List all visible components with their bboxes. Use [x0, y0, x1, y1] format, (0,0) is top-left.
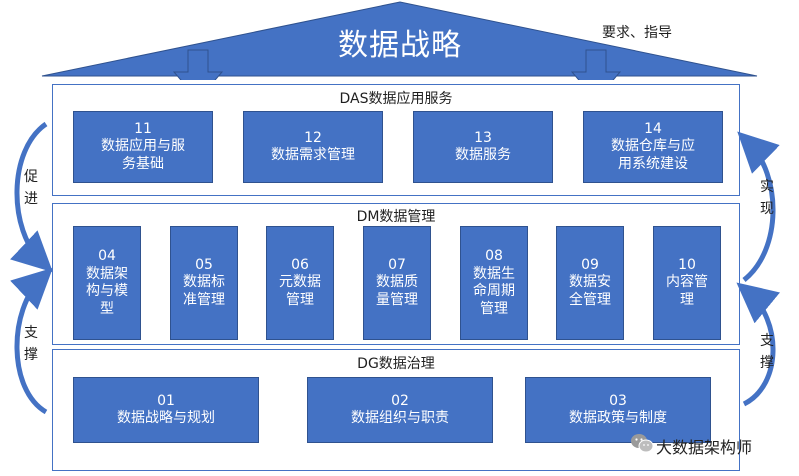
strategy-title: 数据战略 [338, 28, 462, 63]
box-number: 05 [195, 256, 213, 273]
box-number: 01 [157, 392, 175, 409]
box-number: 04 [98, 248, 116, 264]
box-number: 08 [485, 248, 503, 264]
dm-box-05: 05 数据标 准管理 [170, 226, 238, 340]
box-number: 14 [644, 120, 662, 137]
dg-box-01: 01 数据战略与规划 [73, 377, 259, 443]
box-number: 10 [678, 256, 696, 273]
box-label: 数据安 全管理 [569, 274, 611, 308]
das-panel: DAS数据应用服务 11 数据应用与服 务基础 12 数据需求管理 13 数据服… [52, 84, 740, 196]
box-number: 09 [581, 256, 599, 273]
realize-label: 实 现 [760, 179, 774, 217]
support-right-label: 支 撑 [760, 333, 774, 371]
down-arrow-right [570, 49, 622, 80]
dm-box-10: 10 内容管 理 [653, 226, 721, 340]
box-number: 06 [291, 256, 309, 273]
box-label: 数据架 构与模 型 [86, 265, 128, 317]
dm-box-09: 09 数据安 全管理 [556, 226, 624, 340]
dm-panel: DM数据管理 04 数据架 构与模 型 05 数据标 准管理 06 元数据 管理… [52, 203, 740, 345]
wechat-icon [631, 434, 654, 453]
box-label: 数据应用与服 务基础 [101, 138, 185, 172]
box-number: 13 [474, 129, 492, 146]
dm-title: DM数据管理 [356, 209, 436, 225]
das-box-13: 13 数据服务 [413, 111, 553, 183]
dg-panel: DG数据治理 01 数据战略与规划 02 数据组织与职责 03 数据政策与制度 [52, 349, 740, 471]
box-number: 12 [304, 129, 322, 146]
box-number: 07 [388, 256, 406, 273]
box-label: 数据仓库与应 用系统建设 [611, 138, 695, 172]
das-title: DAS数据应用服务 [339, 91, 453, 107]
box-label: 数据组织与职责 [351, 410, 449, 426]
guidance-note: 要求、指导 [602, 25, 672, 41]
dm-box-06: 06 元数据 管理 [266, 226, 334, 340]
box-label: 元数据 管理 [279, 274, 321, 308]
box-label: 数据生 命周期 管理 [473, 265, 515, 317]
box-label: 数据标 准管理 [183, 274, 225, 308]
box-number: 03 [609, 392, 627, 409]
dm-box-04: 04 数据架 构与模 型 [73, 226, 141, 340]
dg-title: DG数据治理 [357, 356, 435, 372]
box-number: 02 [391, 392, 409, 409]
down-arrow-left [172, 49, 224, 80]
strategy-roof [41, 1, 758, 80]
das-box-14: 14 数据仓库与应 用系统建设 [583, 111, 723, 183]
das-box-12: 12 数据需求管理 [243, 111, 383, 183]
dm-box-08: 08 数据生 命周期 管理 [460, 226, 528, 340]
box-label: 数据需求管理 [271, 147, 355, 163]
watermark-text: 大数据架构师 [656, 438, 753, 457]
promote-label: 促 进 [24, 169, 38, 207]
box-number: 11 [134, 120, 152, 137]
das-box-11: 11 数据应用与服 务基础 [73, 111, 213, 183]
box-label: 数据服务 [455, 147, 511, 163]
box-label: 数据战略与规划 [117, 410, 215, 426]
box-label: 数据政策与制度 [569, 410, 667, 426]
dg-box-03: 03 数据政策与制度 [525, 377, 711, 443]
support-left-label: 支 撑 [24, 325, 38, 363]
box-label: 内容管 理 [666, 274, 708, 308]
dg-box-02: 02 数据组织与职责 [307, 377, 493, 443]
dm-box-07: 07 数据质 量管理 [363, 226, 431, 340]
box-label: 数据质 量管理 [376, 274, 418, 308]
